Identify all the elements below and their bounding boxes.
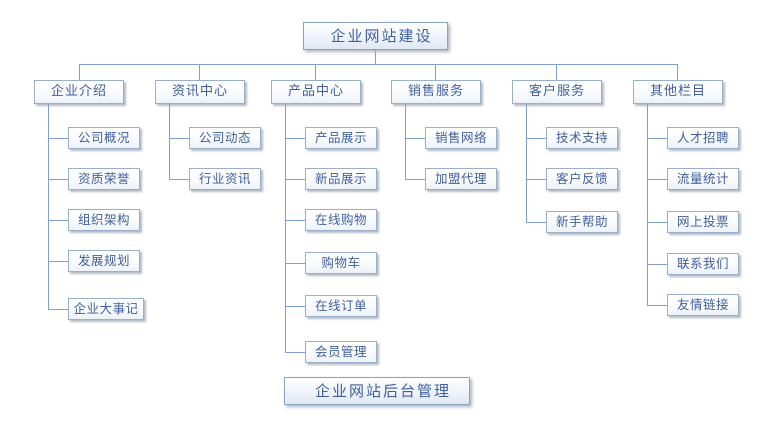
leaf-node-3-2-label: 新品展示	[314, 171, 367, 186]
leaf-node-1-5[interactable]: 企业大事记	[68, 298, 144, 320]
branch-5-child-connector-3	[526, 222, 546, 223]
branch-node-5-label: 客户服务	[528, 84, 585, 99]
branch-1-child-connector-4	[48, 261, 68, 262]
leaf-node-1-3[interactable]: 组织架构	[68, 209, 140, 231]
branch-1-child-connector-2	[48, 179, 68, 180]
leaf-node-5-3-label: 新手帮助	[555, 214, 608, 229]
leaf-node-1-2-label: 资质荣誉	[77, 171, 130, 186]
leaf-node-3-3[interactable]: 在线购物	[305, 209, 377, 231]
branch-1-child-connector-5	[48, 309, 68, 310]
leaf-node-6-2-label: 流量统计	[676, 171, 729, 186]
branch-6-child-connector-4	[647, 264, 667, 265]
leaf-node-1-1-label: 公司概况	[77, 130, 130, 145]
leaf-node-1-2[interactable]: 资质荣誉	[68, 168, 140, 190]
branch-drop-connector-6	[677, 64, 678, 80]
branch-node-1-label: 企业介绍	[50, 84, 107, 99]
branch-node-6-label: 其他栏目	[649, 84, 706, 99]
leaf-node-3-6[interactable]: 会员管理	[305, 341, 377, 363]
root-node-label: 企业网站建设	[330, 27, 433, 45]
branch-3-child-connector-5	[285, 306, 305, 307]
leaf-node-1-5-label: 企业大事记	[73, 301, 139, 316]
branch-node-3-label: 产品中心	[287, 84, 344, 99]
leaf-node-5-2[interactable]: 客户反馈	[546, 168, 618, 190]
branch-4-child-connector-2	[405, 179, 425, 180]
leaf-node-6-1-label: 人才招聘	[676, 130, 729, 145]
leaf-node-2-2-label: 行业资讯	[198, 171, 251, 186]
branch-2-child-connector-2	[169, 179, 189, 180]
leaf-node-3-1[interactable]: 产品展示	[305, 127, 377, 149]
branch-node-2[interactable]: 资讯中心	[155, 80, 245, 104]
leaf-node-5-2-label: 客户反馈	[555, 171, 608, 186]
branch-5-trunk-connector	[526, 104, 527, 222]
branch-2-trunk-connector	[169, 104, 170, 179]
leaf-node-2-1[interactable]: 公司动态	[189, 127, 261, 149]
branch-drop-connector-2	[199, 64, 200, 80]
leaf-node-6-1[interactable]: 人才招聘	[667, 127, 739, 149]
leaf-node-3-3-label: 在线购物	[314, 212, 367, 227]
leaf-node-6-3-label: 网上投票	[676, 214, 729, 229]
leaf-node-3-5[interactable]: 在线订单	[305, 295, 377, 317]
footer-node[interactable]: 企业网站后台管理	[284, 377, 470, 405]
branch-6-child-connector-5	[647, 305, 667, 306]
leaf-node-4-2[interactable]: 加盟代理	[425, 168, 497, 190]
branch-2-child-connector-1	[169, 138, 189, 139]
branch-6-trunk-connector	[647, 104, 648, 305]
branch-3-trunk-connector	[285, 104, 286, 352]
branch-node-6[interactable]: 其他栏目	[633, 80, 723, 104]
leaf-node-3-5-label: 在线订单	[314, 298, 367, 313]
leaf-node-2-1-label: 公司动态	[198, 130, 251, 145]
branch-5-child-connector-1	[526, 138, 546, 139]
branch-node-4[interactable]: 销售服务	[391, 80, 481, 104]
leaf-node-3-1-label: 产品展示	[314, 130, 367, 145]
leaf-node-3-2[interactable]: 新品展示	[305, 168, 377, 190]
branch-3-child-connector-6	[285, 352, 305, 353]
branch-node-5[interactable]: 客户服务	[512, 80, 602, 104]
leaf-node-5-1[interactable]: 技术支持	[546, 127, 618, 149]
branch-drop-connector-3	[315, 64, 316, 80]
branch-drop-connector-4	[435, 64, 436, 80]
branch-node-2-label: 资讯中心	[171, 84, 228, 99]
leaf-node-1-4[interactable]: 发展规划	[68, 250, 140, 272]
leaf-node-5-3[interactable]: 新手帮助	[546, 211, 618, 233]
branch-4-trunk-connector	[405, 104, 406, 179]
branch-3-child-connector-1	[285, 138, 305, 139]
branch-5-child-connector-2	[526, 179, 546, 180]
leaf-node-1-1[interactable]: 公司概况	[68, 127, 140, 149]
root-stem-connector	[375, 50, 376, 64]
branch-node-4-label: 销售服务	[407, 84, 464, 99]
leaf-node-2-2[interactable]: 行业资讯	[189, 168, 261, 190]
branch-3-child-connector-3	[285, 220, 305, 221]
branch-4-child-connector-1	[405, 138, 425, 139]
leaf-node-4-1[interactable]: 销售网络	[425, 127, 497, 149]
branch-1-child-connector-1	[48, 138, 68, 139]
leaf-node-3-4[interactable]: 购物车	[305, 252, 377, 274]
branch-node-3[interactable]: 产品中心	[271, 80, 361, 104]
leaf-node-1-3-label: 组织架构	[77, 212, 130, 227]
branch-6-child-connector-2	[647, 179, 667, 180]
leaf-node-6-3[interactable]: 网上投票	[667, 211, 739, 233]
leaf-node-6-4[interactable]: 联系我们	[667, 253, 739, 275]
leaf-node-6-4-label: 联系我们	[676, 256, 729, 271]
leaf-node-4-2-label: 加盟代理	[434, 171, 487, 186]
root-node[interactable]: 企业网站建设	[303, 22, 448, 50]
branch-drop-connector-5	[556, 64, 557, 80]
leaf-node-3-4-label: 购物车	[321, 255, 361, 270]
leaf-node-1-4-label: 发展规划	[77, 253, 130, 268]
leaf-node-5-1-label: 技术支持	[555, 130, 608, 145]
branch-1-child-connector-3	[48, 220, 68, 221]
branch-6-child-connector-3	[647, 222, 667, 223]
branch-1-trunk-connector	[48, 104, 49, 309]
leaf-node-6-5-label: 友情链接	[676, 297, 729, 312]
leaf-node-6-5[interactable]: 友情链接	[667, 294, 739, 316]
branch-3-child-connector-2	[285, 179, 305, 180]
leaf-node-4-1-label: 销售网络	[434, 130, 487, 145]
leaf-node-3-6-label: 会员管理	[314, 344, 367, 359]
branch-drop-connector-1	[79, 64, 80, 80]
branch-node-1[interactable]: 企业介绍	[34, 80, 124, 104]
branch-3-child-connector-4	[285, 263, 305, 264]
footer-node-label: 企业网站后台管理	[314, 382, 451, 400]
branch-bus-connector	[79, 64, 677, 65]
leaf-node-6-2[interactable]: 流量统计	[667, 168, 739, 190]
branch-6-child-connector-1	[647, 138, 667, 139]
